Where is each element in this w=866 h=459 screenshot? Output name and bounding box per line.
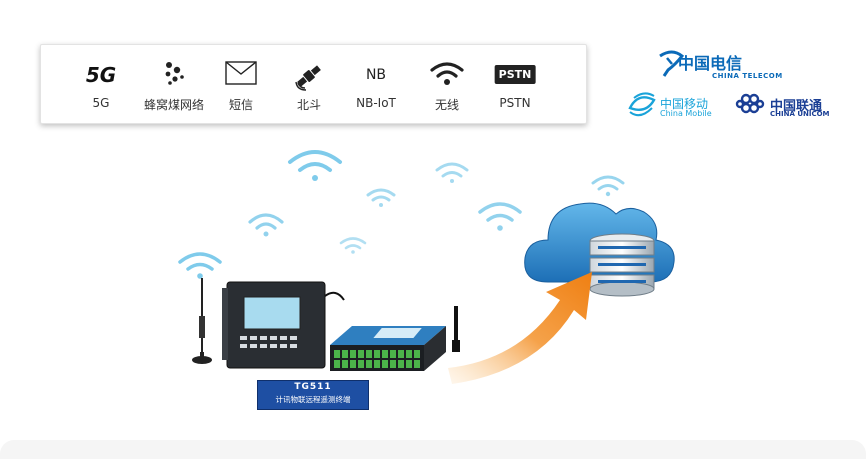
wifi-signal-icon xyxy=(339,237,367,254)
device-label: TG511 计讯物联远程遥测终端 xyxy=(257,380,369,410)
wifi-signal-icon xyxy=(366,188,396,207)
cloud-server-icon xyxy=(524,202,675,297)
china-mobile-en: China Mobile xyxy=(660,109,712,118)
tg511-terminal-device xyxy=(330,306,460,371)
china-mobile-logo-mark xyxy=(628,92,656,117)
tech-label: 蜂窝煤网络 xyxy=(143,98,204,112)
wifi-signal-icon xyxy=(178,252,222,279)
satellite-icon xyxy=(295,65,321,91)
tech-label: 5G xyxy=(92,96,110,110)
upload-arrow xyxy=(448,272,592,384)
tech-item-pstn: PSTN PSTN xyxy=(493,45,537,123)
tech-item-beidou: 北斗 xyxy=(289,45,329,123)
tech-item-5g: 5G 5G xyxy=(81,45,121,123)
tech-item-wireless: 无线 xyxy=(427,45,467,123)
database-icon xyxy=(589,233,655,297)
china-telecom-name: 中国电信 xyxy=(678,54,743,73)
wifi-signals xyxy=(178,150,625,279)
tech-label: PSTN xyxy=(499,96,531,110)
envelope-icon xyxy=(225,61,257,85)
wifi-signal-icon xyxy=(478,202,522,231)
wifi-icon xyxy=(430,62,464,85)
device-model: TG511 xyxy=(294,382,332,392)
tech-label: 短信 xyxy=(228,98,253,112)
honeycomb-network-icon xyxy=(165,62,184,85)
antenna-icon xyxy=(192,278,212,364)
wifi-signal-icon xyxy=(591,175,625,197)
pstn-icon: PSTN xyxy=(494,65,536,84)
china-unicom-name: 中国联通 xyxy=(770,99,823,114)
china-mobile-name: 中国移动 xyxy=(660,97,709,111)
footer-band xyxy=(0,440,866,459)
wifi-signal-icon xyxy=(435,162,469,183)
tech-item-honeycomb: 蜂窝煤网络 xyxy=(136,45,212,123)
telemetry-panel-device xyxy=(222,281,345,369)
tech-label: 北斗 xyxy=(296,98,321,112)
device-description: 计讯物联远程遥测终端 xyxy=(275,395,351,404)
wifi-signal-icon xyxy=(248,213,284,237)
wifi-signal-icon xyxy=(288,150,342,181)
china-unicom-en: CHINA UNICOM xyxy=(770,110,830,118)
china-unicom-logo-mark xyxy=(735,93,765,114)
tech-label: NB-IoT xyxy=(356,96,396,110)
nb-iot-icon: NB xyxy=(365,67,387,83)
china-telecom-logo-mark xyxy=(659,50,685,77)
technology-bar: 5G 5G 蜂窝煤网络 短信 北斗 xyxy=(40,44,587,124)
tech-item-nbiot: NB NB-IoT xyxy=(351,45,401,123)
tech-item-sms: 短信 xyxy=(221,45,261,123)
tech-label: 无线 xyxy=(434,98,459,112)
5g-icon: 5G xyxy=(85,63,117,87)
china-telecom-en: CHINA TELECOM xyxy=(712,72,783,80)
